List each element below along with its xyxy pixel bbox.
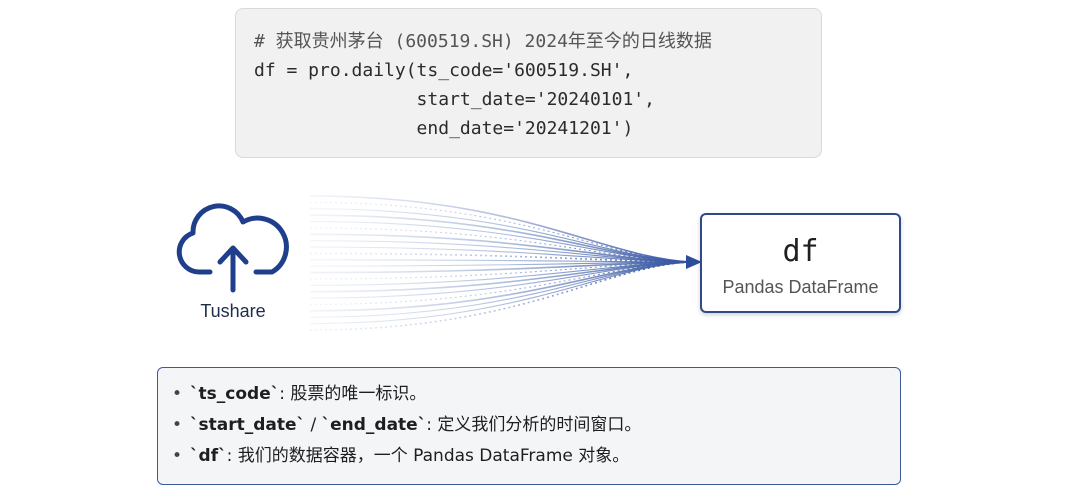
flow-line (309, 261, 691, 325)
flow-line (309, 261, 691, 306)
flow-line (309, 227, 691, 263)
dataframe-subtitle: Pandas DataFrame (722, 277, 879, 297)
note-term: `ts_code` (190, 384, 280, 404)
bullet-icon: • (172, 415, 183, 435)
code-block: # 获取贵州茅台 (600519.SH) 2024年至今的日线数据 df = p… (235, 8, 822, 158)
note-text: : 定义我们分析的时间窗口。 (426, 415, 642, 435)
cloud-upload-icon (176, 203, 289, 293)
flow-line (309, 220, 691, 263)
code-line-2: start_date='20240101', (254, 89, 655, 110)
list-item: • `start_date` / `end_date`: 定义我们分析的时间窗口。 (172, 410, 900, 441)
note-separator: / (305, 415, 322, 435)
bullet-icon: • (172, 446, 183, 466)
dataframe-title: df (782, 234, 819, 269)
note-term: `df` (190, 446, 227, 466)
flow-line (309, 252, 691, 263)
flow-lines (309, 195, 691, 331)
note-term: `start_date` (190, 415, 306, 435)
flow-line (309, 261, 691, 280)
note-text: : 我们的数据容器，一个 Pandas DataFrame 对象。 (226, 446, 630, 466)
flow-line (309, 261, 691, 274)
source-label: Tushare (200, 301, 266, 321)
notes-panel: • `ts_code`: 股票的唯一标识。 • `start_date` / `en… (157, 367, 901, 485)
code-line-3: end_date='20241201') (254, 118, 634, 139)
code-comment-line: # 获取贵州茅台 (600519.SH) 2024年至今的日线数据 (254, 31, 712, 52)
flow-line (309, 261, 691, 331)
note-text: : 股票的唯一标识。 (279, 384, 427, 404)
arrow-head-icon (686, 255, 702, 269)
flow-line (309, 261, 691, 299)
dataframe-box: df Pandas DataFrame (700, 213, 901, 313)
list-item: • `df`: 我们的数据容器，一个 Pandas DataFrame 对象。 (172, 441, 900, 472)
flow-line (309, 246, 691, 263)
code-line-1: df = pro.daily(ts_code='600519.SH', (254, 60, 634, 81)
bullet-icon: • (172, 384, 183, 404)
note-term-2: `end_date` (321, 415, 427, 435)
list-item: • `ts_code`: 股票的唯一标识。 (172, 379, 900, 410)
flow-line (309, 195, 691, 263)
